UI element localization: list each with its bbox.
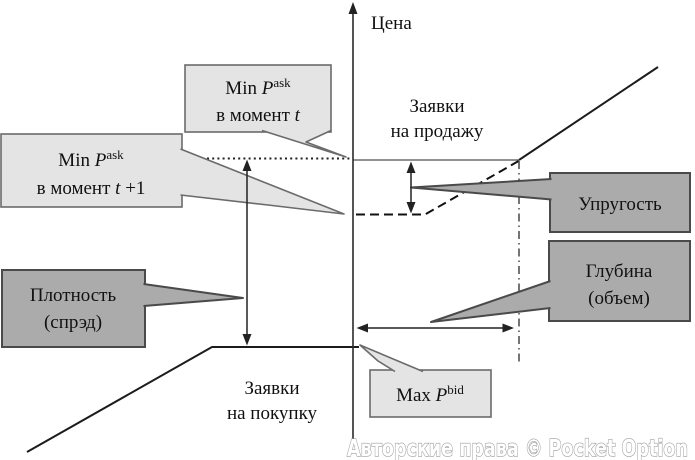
price-axis	[348, 2, 358, 443]
buy-orders-line1: Заявки	[244, 378, 299, 399]
callout-min-ask-t1-box	[0, 133, 183, 208]
bid-demand-curve	[26, 346, 359, 453]
callout-depth: Глубина (объем)	[430, 240, 691, 323]
callout-density-pointer	[143, 283, 244, 307]
callout-depth-line2: (объем)	[588, 288, 650, 309]
callout-density-line1: Плотность	[30, 285, 117, 306]
axis-arrow-icon	[348, 2, 358, 14]
resiliency-arrow-up-icon	[406, 161, 416, 173]
resiliency-arrow-down-icon	[406, 202, 416, 214]
callout-resiliency-label: Упругость	[578, 194, 662, 215]
min-ask-t1-dashed-line	[356, 159, 520, 216]
callout-depth-box	[548, 240, 691, 322]
copyright-watermark: Авторские права © Pocket Option	[347, 436, 688, 460]
spread-arrow	[242, 159, 252, 346]
callout-max-bid: Max Pbid	[359, 344, 492, 418]
callout-depth-line1: Глубина	[586, 261, 653, 282]
depth-arrow	[356, 323, 514, 333]
ask-supply-curve	[518, 66, 659, 161]
callout-depth-pointer	[430, 280, 551, 323]
callout-min-ask-t-box	[184, 64, 332, 133]
callout-min-ask-t-pointer	[261, 129, 347, 158]
callout-max-bid-label: Max Pbid	[396, 382, 464, 406]
spread-arrow-down-icon	[242, 334, 252, 346]
callout-min-ask-t-line1: Min Pask	[225, 75, 291, 99]
callout-density: Плотность (спрэд)	[1, 269, 244, 348]
sell-orders-label: Заявки на продажу	[391, 96, 484, 142]
callout-resiliency: Упругость	[410, 172, 691, 233]
buy-orders-label: Заявки на покупку	[227, 378, 318, 424]
sell-orders-line2: на продажу	[391, 121, 484, 142]
axis-label-price: Цена	[371, 13, 412, 34]
callout-min-ask-t1-line1: Min Pask	[58, 147, 124, 171]
callout-density-line2: (спрэд)	[44, 312, 102, 333]
callout-min-ask-t1-pointer	[180, 148, 345, 215]
depth-arrow-right-icon	[502, 323, 514, 333]
callout-resiliency-box	[549, 172, 691, 233]
callout-min-ask-t1: Min Pask в момент t +1	[0, 133, 345, 215]
sell-orders-line1: Заявки	[409, 96, 464, 117]
resiliency-arrow	[406, 161, 416, 214]
spread-arrow-up-icon	[242, 159, 252, 171]
buy-orders-line2: на покупку	[227, 403, 318, 424]
callout-min-ask-t-line2: в момент t	[216, 105, 301, 126]
callout-min-ask-t1-line2: в момент t +1	[37, 178, 146, 199]
callout-max-bid-pointer	[359, 344, 424, 373]
depth-arrow-left-icon	[356, 323, 368, 333]
callout-min-ask-t: Min Pask в момент t	[184, 64, 347, 158]
callout-density-box	[1, 269, 146, 348]
callout-max-bid-box	[369, 369, 492, 418]
